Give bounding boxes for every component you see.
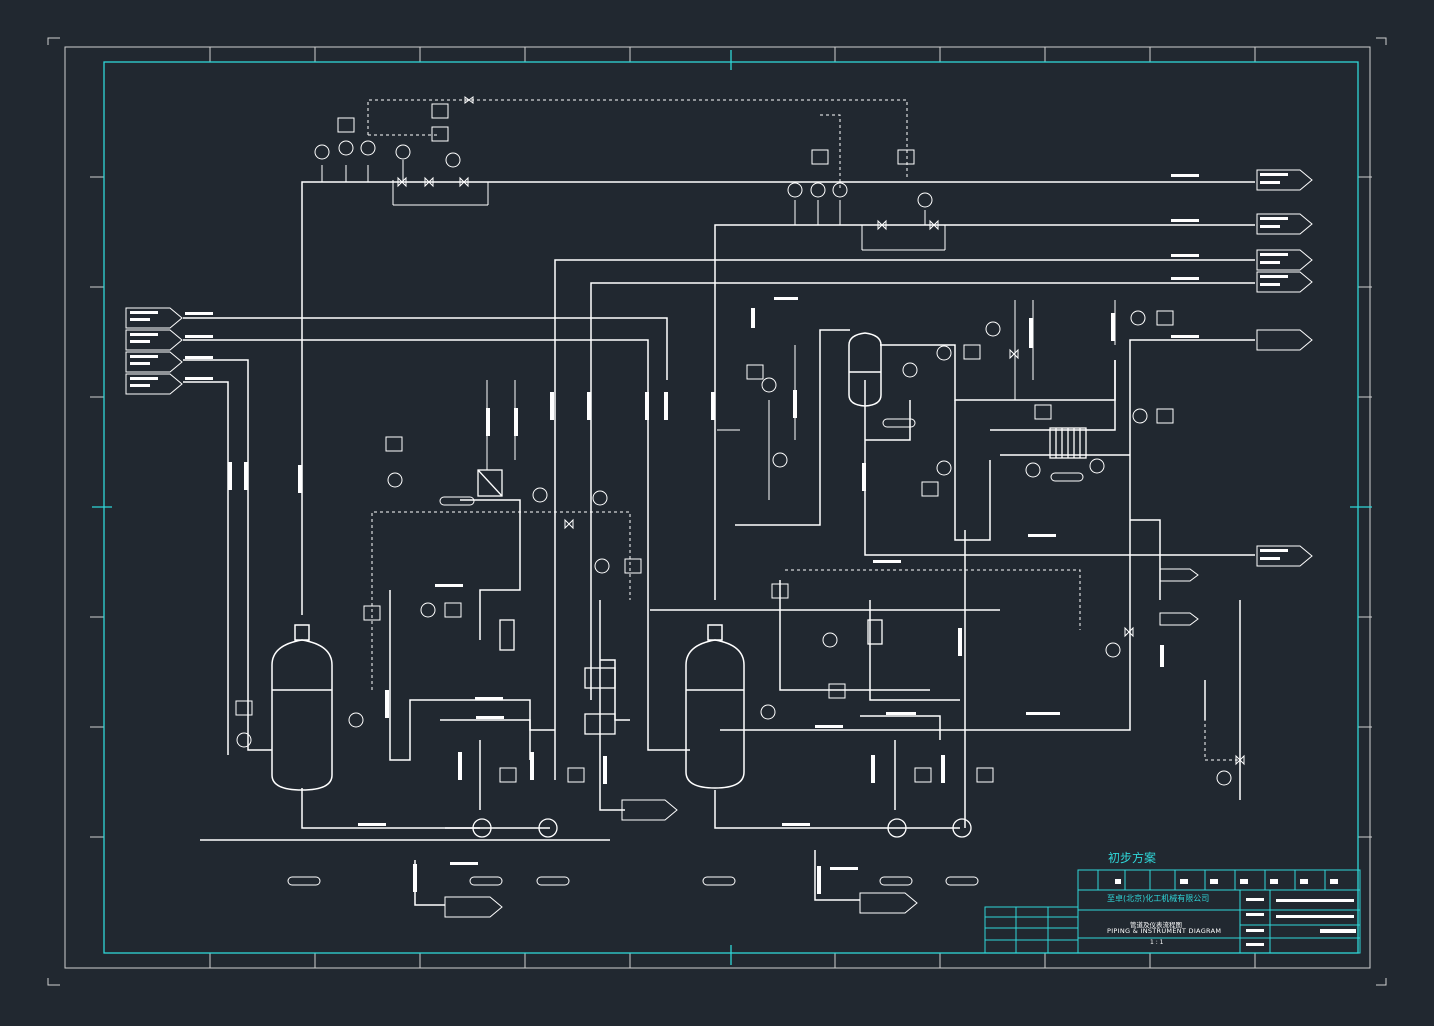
valves <box>397 96 1245 766</box>
title-block-fills <box>1115 879 1356 946</box>
signal-lines <box>367 99 1240 761</box>
equipment-tags <box>287 418 1084 886</box>
zone-ticks <box>90 47 1372 968</box>
title-block <box>984 869 1361 954</box>
process-lines <box>183 181 1255 906</box>
tag-labels <box>130 173 1288 894</box>
company-name: 至卓(北京)化工机械有限公司 <box>1107 894 1210 903</box>
instrument-taps <box>321 160 1116 500</box>
condenser-box <box>477 469 883 735</box>
reactor-2 <box>685 624 745 789</box>
drawing-status: 初步方案 <box>1108 851 1157 865</box>
drawing-scale: 1 : 1 <box>1150 939 1164 946</box>
instrument-bubbles <box>235 103 1232 786</box>
pumps <box>472 818 972 838</box>
reactor-1 <box>271 624 333 791</box>
off-page-connectors <box>125 169 1313 918</box>
receiver-tank <box>848 332 882 407</box>
heat-exchanger <box>1049 427 1087 459</box>
drawing-frame <box>92 50 1372 965</box>
drawing-title-cn: 管道及仪表流程图 <box>1130 921 1182 929</box>
drawing-title-en: PIPING & INSTRUMENT DIAGRAM <box>1107 927 1222 935</box>
